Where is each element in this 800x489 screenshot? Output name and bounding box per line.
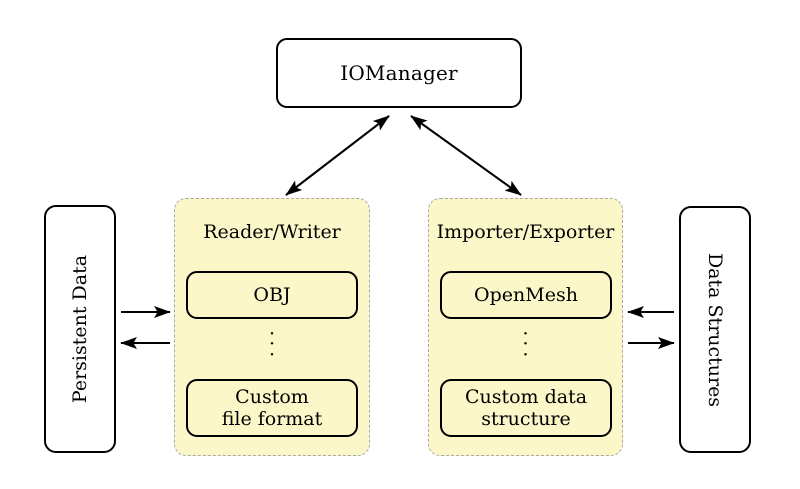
- node-data-structures[interactable]: Data Structures: [679, 206, 751, 453]
- node-obj[interactable]: OBJ: [186, 271, 358, 319]
- group-title-importer-exporter: Importer/Exporter: [436, 221, 615, 243]
- node-openmesh-label: OpenMesh: [474, 283, 578, 306]
- ellipsis-reader-writer: · · ·: [268, 323, 276, 366]
- ellipsis-importer-exporter: · · ·: [522, 323, 529, 366]
- node-custom-file-format[interactable]: Custom file format: [186, 379, 358, 437]
- group-panel-reader-writer: Reader/Writer OBJ · · · Custom file form…: [174, 198, 370, 456]
- node-obj-label: OBJ: [253, 283, 291, 306]
- group-panel-importer-exporter: Importer/Exporter OpenMesh · · · Custom …: [428, 198, 623, 456]
- node-custom-file-format-label-line1: Custom: [235, 385, 309, 408]
- arrow-iomanager-importer-exporter: [410, 115, 522, 196]
- node-custom-file-format-label-line2: file format: [221, 408, 323, 430]
- node-custom-data-structure[interactable]: Custom data structure: [440, 379, 612, 437]
- node-persistent-data[interactable]: Persistent Data: [44, 205, 116, 453]
- node-openmesh[interactable]: OpenMesh: [440, 271, 612, 319]
- node-data-structures-label: Data Structures: [704, 252, 726, 407]
- node-custom-data-structure-label-line1: Custom data: [464, 385, 588, 408]
- node-custom-data-structure-label-line2: structure: [481, 408, 571, 430]
- group-title-reader-writer: Reader/Writer: [203, 221, 341, 243]
- node-iomanager[interactable]: IOManager: [276, 38, 522, 108]
- node-persistent-data-label: Persistent Data: [69, 254, 91, 404]
- node-iomanager-label: IOManager: [340, 61, 458, 85]
- arrow-iomanager-reader-writer: [285, 115, 390, 196]
